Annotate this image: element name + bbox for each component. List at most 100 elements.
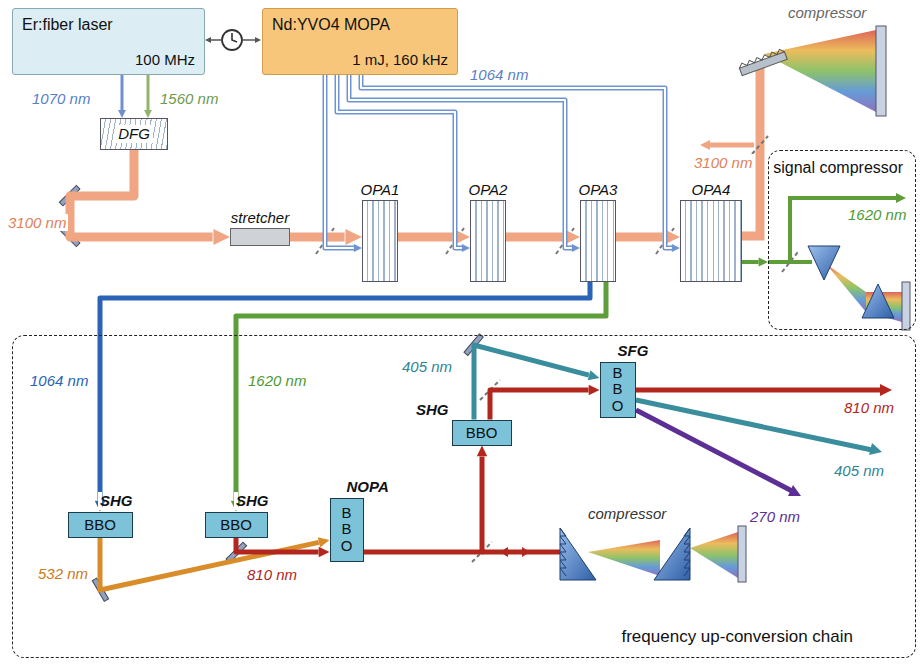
- node-text: 1 mJ, 160 kHz: [352, 51, 448, 68]
- clock-sync: [222, 30, 242, 50]
- beam-wavelength: 3100 nm: [692, 154, 754, 171]
- node-label: NOPA: [345, 478, 349, 495]
- beam-wavelength: 405 nm: [832, 462, 886, 479]
- output-beams: [636, 400, 872, 450]
- arrowhead: [759, 257, 768, 266]
- output-beams: [880, 384, 892, 396]
- grating-compressor: [700, 140, 710, 150]
- crystal: DFG: [100, 118, 168, 150]
- beam-connector: [364, 457, 483, 553]
- beam-connector: [742, 262, 759, 263]
- beam-connector: [236, 538, 319, 553]
- beam-line: [474, 345, 589, 420]
- arrowhead: [144, 110, 152, 118]
- bbo-crystal: NOPABBO: [330, 498, 364, 562]
- beam-line: [100, 538, 319, 591]
- node-label: frequency up-conversion chain: [619, 627, 855, 647]
- beam-connector: [122, 75, 123, 110]
- beam-line: [147, 75, 150, 110]
- arrowhead: [319, 547, 330, 557]
- beam-wavelength: 1070 nm: [30, 90, 92, 107]
- grating-compressor: [739, 52, 787, 76]
- node-text: BBO: [339, 505, 354, 555]
- bbo-crystal: SHGBBO: [452, 420, 512, 446]
- node-label: SHG: [414, 401, 451, 418]
- beam-connector: [290, 237, 345, 238]
- idler-beam: [742, 64, 760, 236]
- clock-sync: [255, 37, 261, 43]
- node-label: SHG: [234, 492, 238, 509]
- beam-line: [398, 233, 453, 242]
- beam-connector: [148, 75, 149, 110]
- node-label: OPA2: [469, 181, 508, 198]
- node-label: stretcher: [231, 209, 289, 226]
- crystal: OPA3: [580, 200, 616, 282]
- beam-connector: [100, 538, 319, 591]
- clock-sync: [205, 37, 211, 43]
- beam-line: [236, 538, 319, 553]
- arrowhead: [588, 370, 600, 380]
- beam-line: [121, 75, 124, 110]
- beam-line: [490, 390, 589, 420]
- chain-compressor: [684, 528, 690, 576]
- arrowhead: [589, 385, 600, 395]
- crystal: OPA4: [680, 200, 742, 282]
- stretcher: stretcher: [230, 228, 290, 246]
- chain-compressor: [522, 547, 530, 557]
- beam-wavelength: 532 nm: [36, 565, 90, 582]
- beam-connector: [490, 390, 589, 420]
- bbo-crystal: SHGBBO: [205, 512, 268, 538]
- beam-wavelength: 810 nm: [245, 566, 299, 583]
- node-label: DFG: [115, 125, 153, 142]
- beam-line: [70, 150, 213, 237]
- crystal: OPA2: [470, 200, 506, 282]
- grating-compressor: [700, 26, 886, 154]
- idler-beam: [742, 64, 760, 236]
- beam-wavelength: 405 nm: [400, 358, 454, 375]
- chain-compressor: [738, 526, 746, 582]
- clock-sync: [232, 33, 237, 42]
- beam-wavelength: 1620 nm: [846, 206, 908, 223]
- grating-compressor: [738, 48, 787, 76]
- crystal: OPA1: [362, 200, 398, 282]
- node-label: SHG: [98, 492, 102, 509]
- signal-compressor-optics: [862, 284, 894, 318]
- node-label: signal compressor: [771, 159, 905, 177]
- node-label: Nd:YVO4 MOPA: [272, 16, 390, 34]
- arrowhead: [462, 244, 470, 252]
- node-label: OPA4: [692, 181, 731, 198]
- beam-wavelength: 3100 nm: [6, 214, 68, 231]
- beam-connector: [70, 150, 213, 237]
- node-text: BBO: [466, 424, 498, 441]
- beam-connector: [236, 282, 606, 501]
- beam-connector: [361, 75, 672, 248]
- pump-beam-core: [361, 75, 672, 248]
- beam-line: [616, 233, 663, 242]
- dashed-group: signal compressor: [768, 150, 916, 330]
- part-label: compressor: [586, 505, 668, 522]
- beam-wavelength: 1064 nm: [468, 66, 530, 83]
- chain-compressor: [560, 528, 596, 580]
- signal-compressor-optics: [902, 282, 910, 330]
- arrowhead: [672, 244, 680, 252]
- dashed-group: frequency up-conversion chainSHGBBOSHGBB…: [12, 335, 916, 658]
- node-text: BBO: [610, 365, 625, 415]
- arrowhead: [213, 229, 230, 245]
- beam-wavelength: 270 nm: [748, 508, 802, 525]
- output-beams: [636, 410, 792, 491]
- bbo-crystal: SFGBBO: [600, 362, 636, 418]
- beam-connector: [506, 237, 563, 238]
- arrowhead: [477, 446, 487, 457]
- beam-wavelength: 1064 nm: [28, 372, 90, 389]
- clock-sync: [205, 30, 261, 50]
- node-label: OPA3: [579, 181, 618, 198]
- arrowhead: [572, 244, 580, 252]
- beam-wavelength: 1620 nm: [246, 372, 308, 389]
- beam-wavelength: 810 nm: [842, 399, 896, 416]
- output-beams: [869, 443, 882, 455]
- signal-compressor-optics: [768, 193, 910, 330]
- mirror: [92, 334, 483, 602]
- laser-box: Nd:YVO4 MOPA 1 mJ, 160 kHz: [262, 8, 458, 75]
- beam-line: [364, 457, 483, 553]
- chain-compressor: [560, 528, 566, 576]
